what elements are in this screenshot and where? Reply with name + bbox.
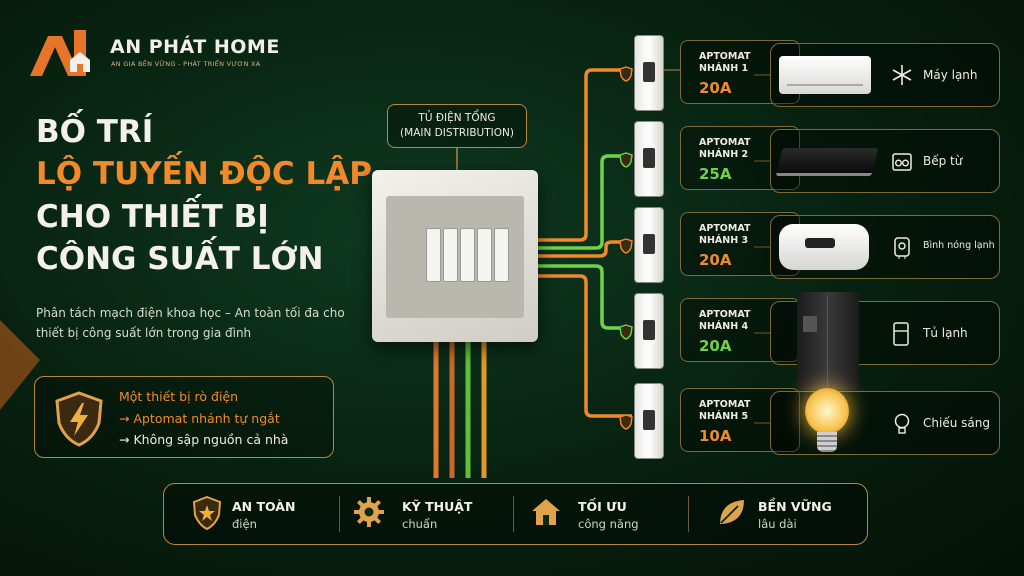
breaker-lever	[643, 148, 655, 168]
main-breaker	[443, 228, 458, 282]
main-breaker	[494, 228, 509, 282]
feature-sub: lâu dài	[758, 517, 797, 531]
subtitle: Phân tách mạch điện khoa học – An toàn t…	[36, 306, 345, 340]
device-label: Tủ lạnh	[923, 326, 968, 340]
refrigerator-image	[797, 292, 859, 390]
shield-icon	[619, 324, 633, 340]
shield-icon	[619, 238, 633, 254]
alert-line1: Một thiết bị rò điện	[119, 389, 239, 404]
branch-name-line1: APTOMAT	[699, 223, 751, 234]
branch-name-line1: APTOMAT	[699, 399, 751, 410]
feature-sub: chuẩn	[402, 517, 438, 531]
device-label: Chiếu sáng	[923, 416, 990, 430]
brand-tagline: AN GIA BỀN VỮNG - PHÁT TRIỂN VƯƠN XA	[111, 60, 261, 68]
air-conditioner-image	[779, 56, 871, 94]
feature-bar	[163, 483, 868, 545]
fridge-icon	[891, 322, 911, 350]
main-panel-label-line2: (MAIN DISTRIBUTION)	[400, 127, 514, 139]
branch-name-line2: NHÁNH 2	[699, 149, 749, 160]
branch-breaker-2	[619, 121, 664, 197]
feature-title: TỐI ƯU	[578, 499, 627, 514]
branch-amperage: 20A	[699, 337, 732, 355]
shield-icon	[619, 66, 633, 82]
main-panel-label-line1: TỦ ĐIỆN TỔNG	[418, 112, 496, 124]
feature-divider	[513, 496, 514, 532]
device-box: Tủ lạnh	[770, 292, 1000, 390]
branch-name-line1: APTOMAT	[699, 309, 751, 320]
water-heater-image	[779, 224, 869, 270]
branch-breaker-5	[619, 383, 664, 459]
light-bulb-image	[805, 388, 849, 434]
branch-name-line2: NHÁNH 4	[699, 321, 749, 332]
headline-line2: LỘ TUYẾN ĐỘC LẬP	[36, 156, 372, 192]
breaker-lever	[643, 320, 655, 340]
decor-wedge	[0, 320, 40, 410]
alert-line2: → Aptomat nhánh tự ngắt	[119, 411, 280, 426]
headline-line3: CHO THIẾT BỊ	[36, 199, 269, 235]
headline-line4: CÔNG SUẤT LỚN	[36, 241, 324, 277]
feature-title: AN TOÀN	[232, 499, 296, 514]
branch-amperage: 10A	[699, 427, 732, 445]
feature-divider	[688, 496, 689, 532]
lightbulb-icon	[891, 412, 913, 440]
gear-icon	[354, 497, 384, 527]
induction-cooktop-image	[775, 148, 879, 176]
main-breaker	[426, 228, 441, 282]
feature-divider	[339, 496, 340, 532]
breaker-lever	[643, 62, 655, 82]
main-breaker	[477, 228, 492, 282]
house-icon	[532, 499, 560, 525]
shield-icon	[619, 414, 633, 430]
breaker-lever	[643, 234, 655, 254]
device-label: Bình nóng lạnh	[923, 240, 995, 251]
branch-name-line2: NHÁNH 5	[699, 411, 749, 422]
device-box: Máy lạnh	[770, 43, 1000, 107]
feature-sub: công năng	[578, 517, 639, 531]
device-box: Chiếu sáng	[770, 388, 1000, 455]
breaker-lever	[643, 410, 655, 430]
headline-line1: BỐ TRÍ	[36, 114, 154, 150]
branch-amperage: 20A	[699, 79, 732, 97]
shield-lightning-icon	[55, 391, 103, 447]
branch-breaker-1	[619, 35, 664, 111]
device-label: Bếp từ	[923, 154, 963, 168]
device-box: Bình nóng lạnh	[770, 215, 1000, 279]
main-breaker	[460, 228, 475, 282]
brand-logo-icon	[30, 30, 90, 76]
branch-amperage: 20A	[699, 251, 732, 269]
snowflake-icon	[891, 64, 913, 90]
device-label: Máy lạnh	[923, 68, 978, 82]
feature-title: BỀN VỮNG	[758, 499, 832, 514]
feature-title: KỸ THUẬT	[402, 499, 473, 514]
feature-sub: điện	[232, 517, 257, 531]
branch-name-line1: APTOMAT	[699, 137, 751, 148]
alert-line3: → Không sập nguồn cả nhà	[119, 432, 289, 447]
leaf-icon	[720, 500, 744, 524]
device-box: Bếp từ	[770, 129, 1000, 193]
branch-name-line2: NHÁNH 3	[699, 235, 749, 246]
shield-icon	[192, 496, 222, 530]
alert-box: Một thiết bị rò điện → Aptomat nhánh tự …	[34, 376, 334, 458]
stove-icon	[891, 150, 913, 176]
shield-icon	[619, 152, 633, 168]
brand-name: AN PHÁT HOME	[110, 36, 280, 58]
branch-name-line1: APTOMAT	[699, 51, 751, 62]
branch-breaker-3	[619, 207, 664, 283]
water-heater-icon	[891, 236, 913, 264]
branch-amperage: 25A	[699, 165, 732, 183]
branch-name-line2: NHÁNH 1	[699, 63, 749, 74]
main-panel-label: TỦ ĐIỆN TỔNG (MAIN DISTRIBUTION)	[387, 104, 527, 148]
branch-breaker-4	[619, 293, 664, 369]
